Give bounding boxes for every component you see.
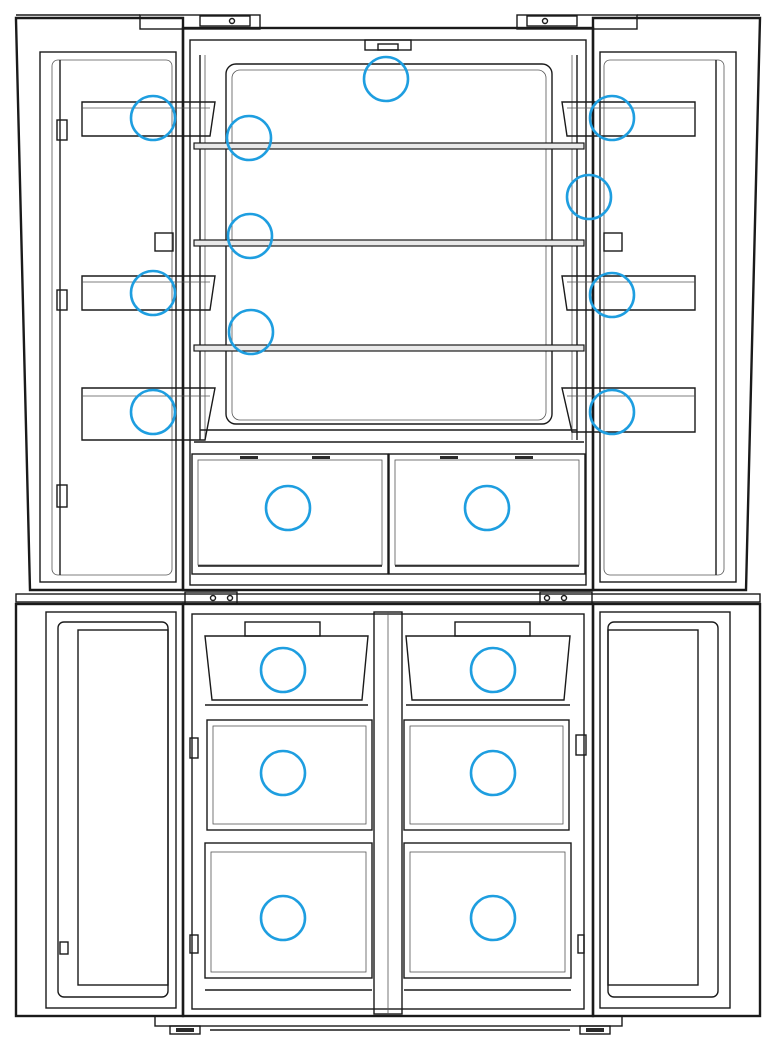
callout-door-bin-left-bottom[interactable]	[129, 388, 177, 436]
callout-freezer-drawer-left-bottom[interactable]	[259, 894, 307, 942]
callout-freezer-drawer-right-bottom[interactable]	[469, 894, 517, 942]
crisper-drawers	[191, 453, 586, 575]
base-feet	[154, 1015, 623, 1035]
callout-door-bin-left-mid[interactable]	[129, 269, 177, 317]
callout-crisper-left[interactable]	[264, 484, 312, 532]
callout-shelf-mid[interactable]	[226, 212, 274, 260]
callout-freezer-tray-left[interactable]	[259, 646, 307, 694]
callout-freezer-tray-right[interactable]	[469, 646, 517, 694]
callout-shelf-top[interactable]	[225, 114, 273, 162]
callout-freezer-drawer-left-mid[interactable]	[259, 749, 307, 797]
left-freezer-door	[14, 602, 185, 1018]
right-freezer-door	[591, 602, 762, 1018]
callout-door-bin-right-mid[interactable]	[588, 271, 636, 319]
callout-air-vent-right[interactable]	[565, 173, 613, 221]
callout-door-bin-left-top[interactable]	[129, 94, 177, 142]
callouts	[129, 55, 636, 942]
freezer-drawers	[189, 621, 587, 991]
callout-door-bin-right-bottom[interactable]	[588, 388, 636, 436]
callout-fridge-light[interactable]	[362, 55, 410, 103]
callout-shelf-bottom[interactable]	[227, 308, 275, 356]
left-fridge-door	[14, 16, 216, 592]
callout-crisper-right[interactable]	[463, 484, 511, 532]
center-divider	[15, 591, 761, 605]
callout-door-bin-right-top[interactable]	[588, 94, 636, 142]
callout-freezer-drawer-right-mid[interactable]	[469, 749, 517, 797]
glass-shelves	[193, 142, 585, 443]
freezer-cabinet	[181, 602, 595, 1018]
